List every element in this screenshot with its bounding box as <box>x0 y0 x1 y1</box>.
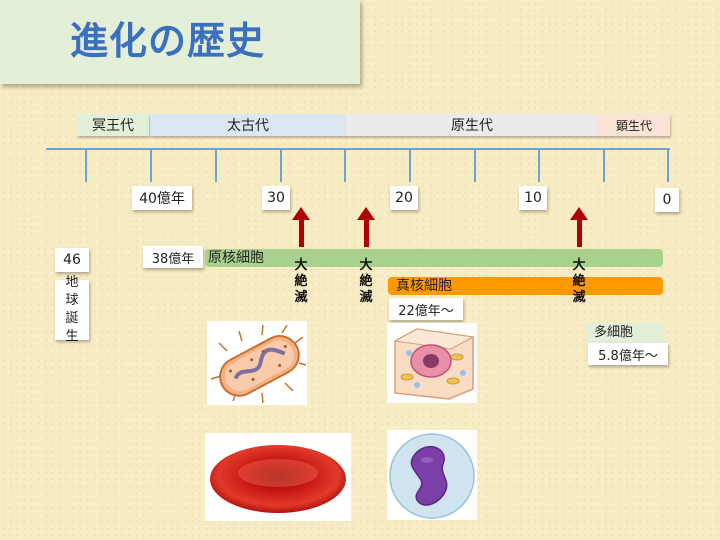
timeline-tick <box>603 148 605 182</box>
timeline-tick <box>667 148 669 182</box>
extinction-arrow <box>357 207 375 247</box>
eukaryote-cell-image <box>387 323 477 403</box>
tick-label-30: 30 <box>262 186 290 210</box>
extinction-arrow <box>570 207 588 247</box>
timeline-tick <box>150 148 152 182</box>
timeline-axis <box>46 148 670 150</box>
extinction-label: 大絶滅 <box>572 258 586 305</box>
prokaryote-bar <box>205 249 663 267</box>
extinction-label: 大絶滅 <box>359 258 373 305</box>
page-title: 進化の歴史 <box>70 19 266 63</box>
prokaryote-cell-image <box>207 321 307 405</box>
multicellular-label: 多細胞 <box>586 323 664 343</box>
tick-label-0: 0 <box>655 188 679 212</box>
extinction-label: 大絶滅 <box>294 258 308 305</box>
multicellular-age-label: 5.8億年〜 <box>588 343 668 365</box>
white-blood-cell-image <box>387 430 477 520</box>
eukaryote-bar <box>388 277 663 295</box>
timeline-tick <box>538 148 540 182</box>
eukaryote-label: 真核細胞 <box>396 278 452 294</box>
timeline-tick <box>344 148 346 182</box>
prokaryote-age-label: 38億年 <box>143 246 203 268</box>
earth-birth-box: 地球誕生 <box>55 275 89 344</box>
timeline-tick <box>215 148 217 182</box>
era-phanerozoic: 顕生代 <box>598 114 670 136</box>
title-box: 進化の歴史 <box>0 0 360 84</box>
eukaryote-age-label: 22億年〜 <box>389 298 463 320</box>
earth-birth-label: 地球誕生 <box>65 275 79 344</box>
timeline-tick <box>85 148 87 182</box>
red-blood-cell-image <box>205 433 351 521</box>
tick-label-10: 10 <box>519 186 547 210</box>
earth-age-label: 46 <box>55 248 89 272</box>
timeline-tick <box>409 148 411 182</box>
extinction-arrow <box>292 207 310 247</box>
tick-label-40: 40億年 <box>132 186 192 210</box>
timeline-tick <box>474 148 476 182</box>
prokaryote-label: 原核細胞 <box>208 250 264 266</box>
era-proterozoic: 原生代 <box>346 114 598 136</box>
era-hadean: 冥王代 <box>77 114 149 136</box>
tick-label-20: 20 <box>390 186 418 210</box>
era-archean: 太古代 <box>150 114 346 136</box>
timeline-tick <box>280 148 282 182</box>
